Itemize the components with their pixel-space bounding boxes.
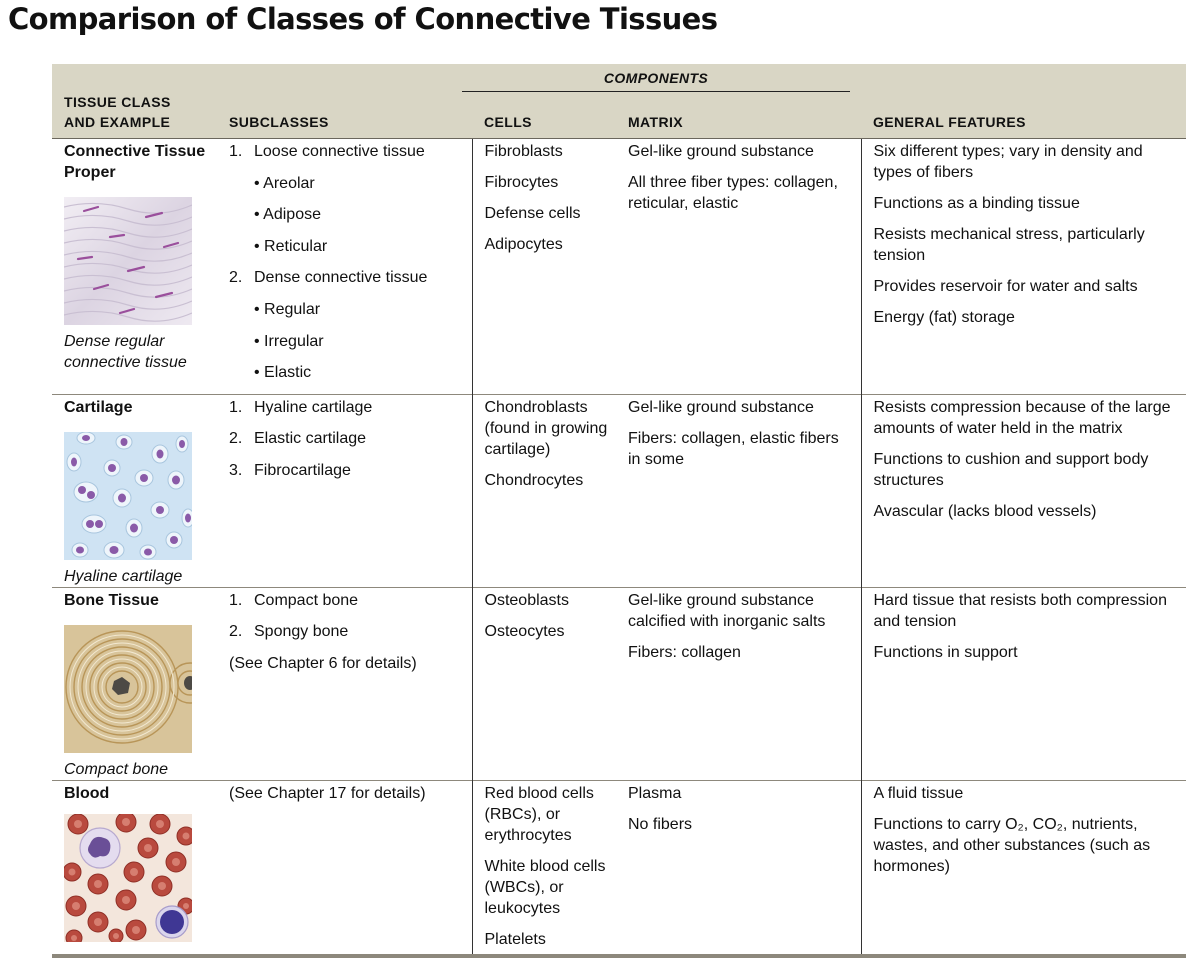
subclass-item: (See Chapter 17 for details) <box>229 784 426 802</box>
feature-item: Resists mechanical stress, particularly … <box>873 226 1145 264</box>
subclasses-cell: (See Chapter 17 for details) <box>217 779 472 958</box>
subclasses-cell: 1.Hyaline cartilage 2.Elastic cartilage … <box>217 393 472 588</box>
cell-type: Red blood cells (RBCs), or erythrocytes <box>484 784 594 844</box>
blood-cells-icon <box>64 813 192 942</box>
cells-cell: Fibroblasts Fibrocytes Defense cells Adi… <box>471 138 616 395</box>
matrix-item: Gel-like ground substance <box>628 143 814 160</box>
matrix-item: No fibers <box>628 815 693 833</box>
matrix-cell: Gel-like ground substance Fibers: collag… <box>616 393 861 588</box>
cell-type: Osteocytes <box>484 622 565 640</box>
subclass-item: • Reticular <box>254 237 328 255</box>
subclass-item: • Irregular <box>254 332 324 350</box>
subclasses-cell: 1.Loose connective tissue • Areolar • Ad… <box>217 139 472 395</box>
cell-type: Fibrocytes <box>484 174 559 191</box>
feature-item: Functions as a binding tissue <box>873 195 1080 212</box>
subclass-item: • Regular <box>254 300 321 318</box>
general-features-cell: Hard tissue that resists both compressio… <box>860 586 1186 781</box>
cells-cell: Chondroblasts (found in growing cartilag… <box>471 393 616 588</box>
subclass-item: 2.Spongy bone <box>229 623 349 641</box>
tissue-class-name: Blood <box>64 784 110 802</box>
general-features-cell: A fluid tissue Functions to carry O₂, CO… <box>860 779 1186 958</box>
feature-item: A fluid tissue <box>873 784 964 802</box>
cell-type: Platelets <box>484 930 546 948</box>
cell-type: Chondroblasts (found in growing cartilag… <box>484 398 608 458</box>
cells-cell: Osteoblasts Osteocytes <box>471 586 616 781</box>
matrix-item: Gel-like ground substance calcified with… <box>628 591 826 630</box>
feature-item: Hard tissue that resists both compressio… <box>873 591 1167 630</box>
subclass-item: 1.Compact bone <box>229 591 359 609</box>
cell-type: Adipocytes <box>484 236 563 253</box>
feature-item: Functions in support <box>873 643 1018 661</box>
components-header-row: COMPONENTS <box>52 64 1186 92</box>
table-row-bone-tissue: Bone Tissue <box>52 586 1186 781</box>
matrix-item: All three fiber types: collagen, reticul… <box>628 174 838 212</box>
cell-type: Defense cells <box>484 205 581 222</box>
subclass-item: 1.Loose connective tissue <box>229 143 425 160</box>
subclasses-cell: 1.Compact bone 2.Spongy bone (See Chapte… <box>217 586 472 781</box>
feature-item: Provides reservoir for water and salts <box>873 278 1138 295</box>
subclass-item: 2.Elastic cartilage <box>229 430 367 448</box>
cell-type: Fibroblasts <box>484 143 563 160</box>
subclass-item: (See Chapter 6 for details) <box>229 654 417 672</box>
cells-header: CELLS <box>472 92 616 139</box>
tissue-class-cell: Blood <box>52 779 217 958</box>
table-row-cartilage: Cartilage <box>52 393 1186 588</box>
hyaline-cartilage-icon <box>64 431 192 560</box>
matrix-item: Plasma <box>628 784 682 802</box>
tissue-class-name: Bone Tissue <box>64 591 159 609</box>
cell-type: Osteoblasts <box>484 591 569 609</box>
matrix-item: Fibers: collagen, elastic fibers in some <box>628 429 839 468</box>
subclass-item: 2.Dense connective tissue <box>229 269 428 287</box>
general-features-cell: Resists compression because of the large… <box>860 393 1186 588</box>
subclass-item: 1.Hyaline cartilage <box>229 398 373 416</box>
subclasses-header: SUBCLASSES <box>217 92 472 139</box>
tissue-class-cell: Cartilage <box>52 393 217 588</box>
feature-item: Energy (fat) storage <box>873 309 1015 326</box>
subclass-item: • Adipose <box>254 206 321 224</box>
matrix-cell: Gel-like ground substance All three fibe… <box>616 139 861 395</box>
feature-item: Six different types; vary in density and… <box>873 143 1143 181</box>
feature-item: Avascular (lacks blood vessels) <box>873 502 1097 520</box>
subclass-item: • Elastic <box>254 364 312 382</box>
cell-type: White blood cells (WBCs), or leukocytes <box>484 857 606 917</box>
components-header: COMPONENTS <box>462 64 861 92</box>
cell-type: Chondrocytes <box>484 471 584 489</box>
table-row-blood: Blood <box>52 779 1186 958</box>
subclass-item: • Areolar <box>254 174 315 192</box>
dense-regular-connective-tissue-icon <box>64 197 192 325</box>
feature-item: Functions to cushion and support body st… <box>873 450 1149 489</box>
tissue-image-caption: Compact bone <box>64 760 169 778</box>
matrix-item: Gel-like ground substance <box>628 398 814 416</box>
tissue-image-caption: Hyaline cartilage <box>64 567 183 585</box>
cells-cell: Red blood cells (RBCs), or erythrocytes … <box>471 779 616 958</box>
subclass-item: 3.Fibrocartilage <box>229 461 351 479</box>
general-features-cell: Six different types; vary in density and… <box>860 138 1186 395</box>
general-features-header: GENERAL FEATURES <box>861 92 1186 139</box>
tissue-class-cell: Bone Tissue <box>52 586 217 781</box>
matrix-cell: Plasma No fibers <box>616 779 861 958</box>
page-title: Comparison of Classes of Connective Tiss… <box>8 2 718 36</box>
matrix-header: MATRIX <box>616 92 861 139</box>
compact-bone-icon <box>64 624 192 753</box>
matrix-item: Fibers: collagen <box>628 643 741 661</box>
feature-item: Resists compression because of the large… <box>873 398 1171 437</box>
tissue-class-name: Cartilage <box>64 398 133 416</box>
feature-item: Functions to carry O₂, CO₂, nutrients, w… <box>873 815 1151 875</box>
matrix-cell: Gel-like ground substance calcified with… <box>616 586 861 781</box>
